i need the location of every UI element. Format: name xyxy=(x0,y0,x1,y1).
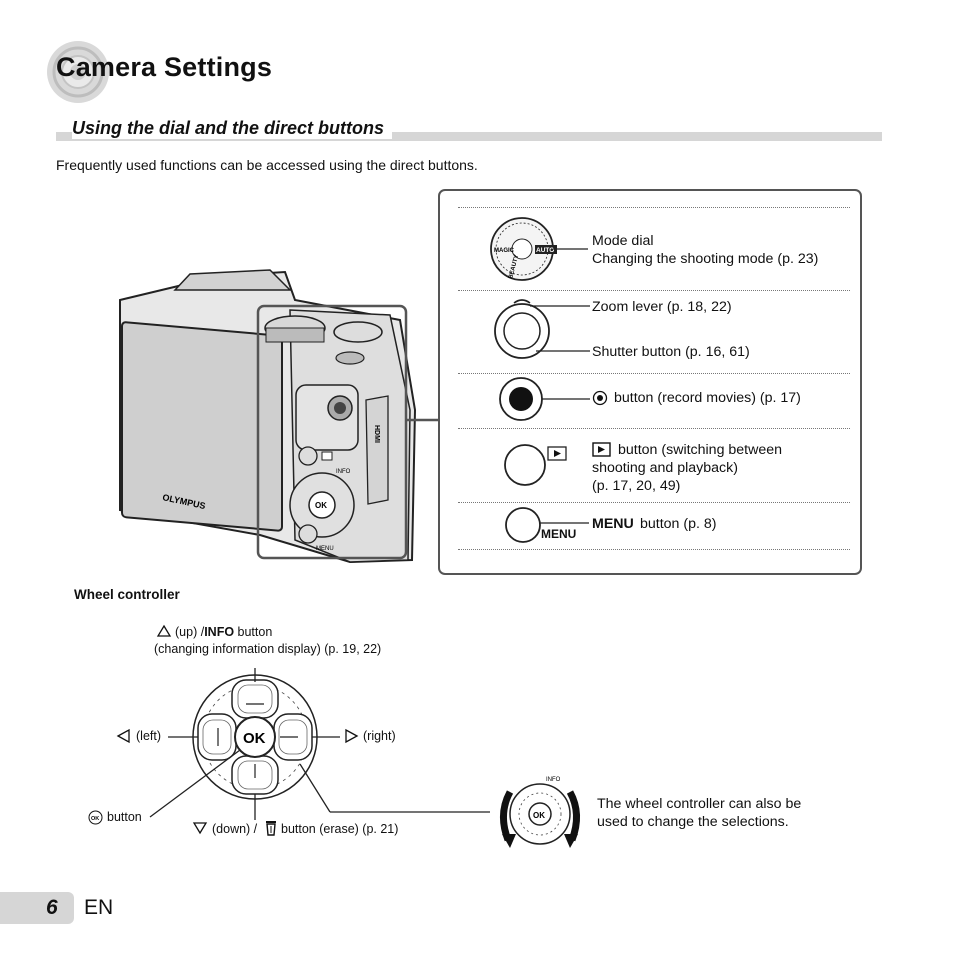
right-triangle-icon xyxy=(345,728,359,744)
wheel-controller-diagram: OK xyxy=(149,668,490,820)
wheel-note-line1: The wheel controller can also be xyxy=(597,796,802,812)
right-label: (right) xyxy=(363,729,396,743)
up-description: (changing information display) (p. 19, 2… xyxy=(154,642,382,656)
zoom-shutter-icon xyxy=(494,299,590,359)
playback-label-line3: (p. 17, 20, 49) xyxy=(592,478,681,494)
ok-symbol-icon: OK xyxy=(88,810,103,825)
divider xyxy=(458,428,850,429)
divider xyxy=(458,290,850,291)
camera-lcd-screen xyxy=(121,321,283,532)
trash-icon xyxy=(266,821,276,836)
menu-button-icon xyxy=(505,507,589,543)
page-number-tab xyxy=(0,892,74,924)
divider xyxy=(458,549,850,550)
camera-lens-logo-icon xyxy=(47,41,109,103)
wheel-dial: OK xyxy=(192,674,318,800)
divider xyxy=(458,502,850,503)
zoom-lever-label: Zoom lever (p. 18, 22) xyxy=(592,299,732,315)
up-triangle-icon xyxy=(156,624,172,637)
section-bar xyxy=(56,132,882,141)
small-wheel-ok-label: OK xyxy=(533,811,545,820)
menu-key-label: MENU xyxy=(592,516,634,532)
down-triangle-icon xyxy=(192,822,208,835)
menu-button-label: button (p. 8) xyxy=(640,516,717,532)
playback-button-icon xyxy=(504,444,567,486)
small-wheel-info-label: INFO xyxy=(546,777,561,783)
wheel-controller-heading: Wheel controller xyxy=(74,587,180,602)
down-label: (down) / xyxy=(212,822,258,836)
mode-dial-icon: MAGIC BEAUTY AUTO xyxy=(490,217,588,281)
divider xyxy=(458,207,850,208)
mode-dial-label: Mode dial xyxy=(592,233,654,249)
dial-auto-label: AUTO xyxy=(536,247,554,254)
wheel-note-line2: used to change the selections. xyxy=(597,814,789,830)
left-label: (left) xyxy=(136,729,161,743)
divider xyxy=(458,373,850,374)
left-triangle-icon xyxy=(116,728,130,744)
shutter-button-label: Shutter button (p. 16, 61) xyxy=(592,344,750,360)
camera-menu-label: MENU xyxy=(316,546,334,552)
movie-record-button-icon xyxy=(499,377,590,421)
intro-text: Frequently used functions can be accesse… xyxy=(56,157,478,173)
menu-button-caption: MENU xyxy=(541,527,577,541)
up-label: (up) /INFO button xyxy=(175,625,273,639)
camera-illustration: OLYMPUS INFO OK MENU HDMI xyxy=(119,269,440,564)
ok-button-label: button xyxy=(107,810,142,824)
movie-symbol-icon xyxy=(592,390,608,406)
page-number: 6 xyxy=(46,896,58,919)
dial-magic-label: MAGIC xyxy=(494,248,515,254)
rotating-wheel-icon: OK INFO xyxy=(500,777,580,848)
playback-symbol-icon xyxy=(592,442,611,457)
svg-text:OK: OK xyxy=(91,816,99,822)
camera-ok-label: OK xyxy=(315,501,327,510)
page-title: Camera Settings xyxy=(56,52,273,82)
movie-button-label: button (record movies) (p. 17) xyxy=(614,390,801,406)
section-title: Using the dial and the direct buttons xyxy=(72,118,393,139)
page-language: EN xyxy=(84,896,114,919)
wheel-ok-label: OK xyxy=(243,730,266,747)
down-description: button (erase) (p. 21) xyxy=(281,822,399,836)
mode-dial-description: Changing the shooting mode (p. 23) xyxy=(592,251,819,267)
playback-label-line2: shooting and playback) xyxy=(592,460,738,476)
direct-buttons-panel xyxy=(438,189,862,575)
playback-label-line1: button (switching between xyxy=(618,442,783,458)
camera-info-label: INFO xyxy=(336,469,351,475)
camera-hdmi-label: HDMI xyxy=(373,425,380,443)
